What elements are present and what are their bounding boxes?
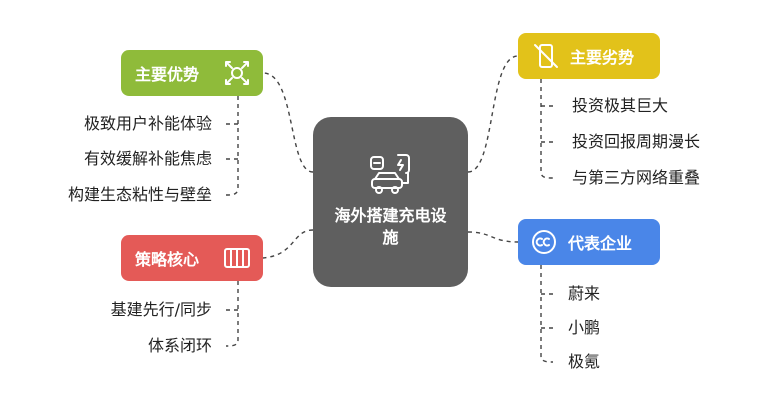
branch-disadvantages-label: 主要劣势 xyxy=(570,48,635,67)
branch-strategy: 策略核心 xyxy=(121,235,263,281)
branch-companies-label: 代表企业 xyxy=(568,234,633,253)
leaf-strategy-1: 基建先行/同步 xyxy=(110,300,212,319)
leaf-companies-3: 极氪 xyxy=(568,352,601,371)
leaf-disadvantages-3: 与第三方网络重叠 xyxy=(572,168,701,187)
connector-advantages xyxy=(262,72,314,173)
connector-companies xyxy=(467,231,519,243)
connector-strategy-leaves xyxy=(225,281,239,347)
center-node: 海外搭建充电设施 xyxy=(313,117,468,287)
branch-disadvantages: 主要劣势 xyxy=(518,33,660,79)
connector-companies-leaves xyxy=(540,265,554,363)
branch-strategy-label: 策略核心 xyxy=(135,250,200,269)
connector-strategy xyxy=(262,229,314,259)
columns-icon xyxy=(224,248,250,268)
leaf-disadvantages-1: 投资极其巨大 xyxy=(572,96,669,115)
branch-advantages: 主要优势 xyxy=(121,50,263,96)
center-title: 海外搭建充电设施 xyxy=(334,206,447,247)
electric-car-charging-icon xyxy=(369,154,410,194)
connector-disadvantages xyxy=(467,55,519,173)
leaf-advantages-3: 构建生态粘性与壁垒 xyxy=(67,185,212,204)
leaf-companies-2: 小鹏 xyxy=(568,318,601,337)
cc-circle-icon xyxy=(532,230,556,254)
leaf-strategy-2: 体系闭环 xyxy=(147,336,212,355)
connector-advantages-leaves xyxy=(225,96,239,196)
leaf-companies-1: 蔚来 xyxy=(568,284,601,303)
no-mobile-icon xyxy=(534,44,558,68)
leaf-advantages-1: 极致用户补能体验 xyxy=(83,114,212,133)
leaf-advantages-2: 有效缓解补能焦虑 xyxy=(83,149,212,168)
branch-companies: 代表企业 xyxy=(518,219,660,265)
target-arrows-icon xyxy=(225,61,249,85)
connector-disadvantages-leaves xyxy=(540,79,554,179)
leaf-disadvantages-2: 投资回报周期漫长 xyxy=(572,132,701,151)
branch-advantages-label: 主要优势 xyxy=(135,65,200,84)
